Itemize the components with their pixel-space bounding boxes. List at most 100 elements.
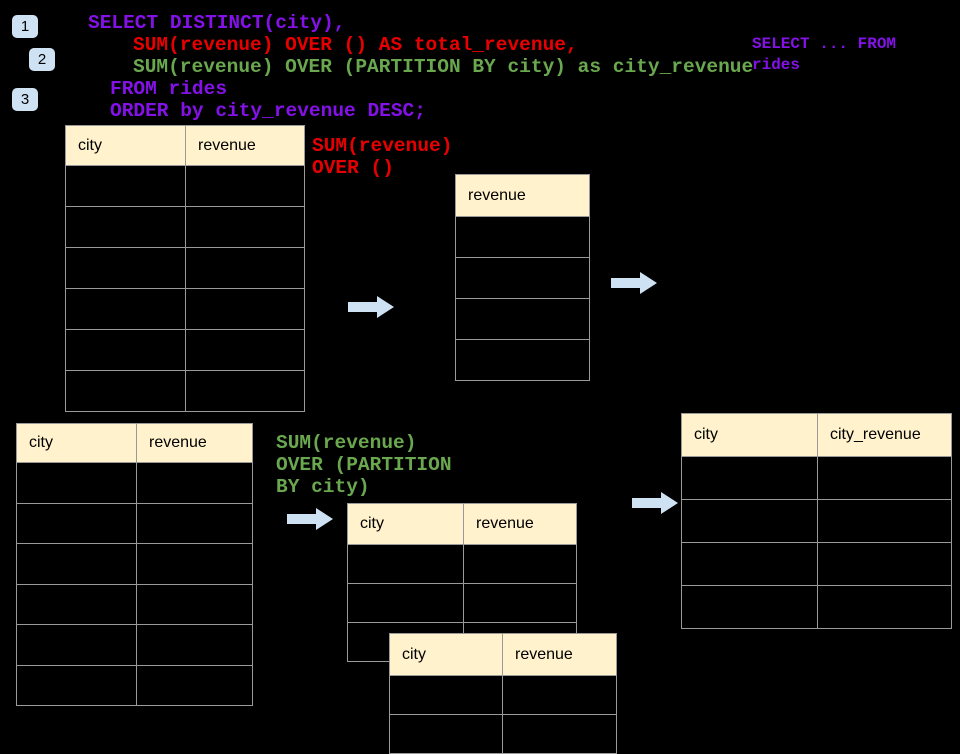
column-header-city: city xyxy=(65,125,186,166)
table-row xyxy=(16,502,253,544)
table-cell xyxy=(136,462,253,504)
table-header-row: city revenue xyxy=(65,125,305,166)
table-row xyxy=(16,583,253,625)
select-from-rides-note: SELECT ... FROM rides xyxy=(752,35,897,74)
table-header-row: city revenue xyxy=(389,633,617,676)
table-cell xyxy=(16,543,137,585)
table-row xyxy=(389,675,617,715)
table-row xyxy=(681,499,952,543)
table-cell xyxy=(65,288,186,330)
column-header-city: city xyxy=(16,423,137,463)
table-cell xyxy=(347,583,464,623)
arrow-head xyxy=(640,272,657,294)
column-header-revenue: revenue xyxy=(455,174,590,217)
table-cell xyxy=(817,499,952,543)
table-row xyxy=(347,544,577,584)
table-cell xyxy=(389,714,503,754)
table-cell xyxy=(455,257,590,299)
table-cell xyxy=(681,542,818,586)
table-cell xyxy=(65,165,186,207)
table-cell xyxy=(389,675,503,715)
column-header-city: city xyxy=(389,633,503,676)
table-cell xyxy=(681,499,818,543)
table-cell xyxy=(817,542,952,586)
table-cell xyxy=(463,544,577,584)
arrow-shaft xyxy=(611,278,640,288)
partition-table-front: city revenue xyxy=(389,633,617,754)
table-cell xyxy=(463,583,577,623)
column-header-city: city xyxy=(681,413,818,457)
table-row xyxy=(65,206,305,248)
step-badge-label: 2 xyxy=(37,51,47,68)
right-arrow-icon xyxy=(611,272,657,294)
table-row xyxy=(16,543,253,585)
arrow-shaft xyxy=(287,514,316,524)
table-row xyxy=(681,456,952,500)
table-cell xyxy=(16,462,137,504)
table-cell xyxy=(185,370,305,412)
table-cell xyxy=(65,206,186,248)
table-header-row: city revenue xyxy=(16,423,253,463)
table-row xyxy=(347,583,577,623)
table-row xyxy=(455,216,590,258)
table-cell xyxy=(502,675,617,715)
column-header-revenue: revenue xyxy=(463,503,577,545)
table-cell xyxy=(185,288,305,330)
arrow-head xyxy=(377,296,394,318)
table-cell xyxy=(347,544,464,584)
table-row xyxy=(16,664,253,706)
table-cell xyxy=(681,456,818,500)
table-row xyxy=(16,624,253,666)
column-header-city: city xyxy=(347,503,464,545)
right-arrow-icon xyxy=(348,296,394,318)
column-header-revenue: revenue xyxy=(136,423,253,463)
sql-code-line-select: SELECT DISTINCT(city), xyxy=(88,12,346,34)
right-arrow-icon xyxy=(632,492,678,514)
table-header-row: city city_revenue xyxy=(681,413,952,457)
step-badge-label: 3 xyxy=(20,91,30,108)
slide-canvas: 1 2 3 SELECT DISTINCT(city), SUM(revenue… xyxy=(12,12,952,754)
table-row xyxy=(455,257,590,299)
step-badge-2: 2 xyxy=(29,48,55,71)
table-row xyxy=(681,542,952,586)
table-cell xyxy=(16,502,137,544)
table-row xyxy=(389,714,617,754)
column-header-city-revenue: city_revenue xyxy=(817,413,952,457)
table-cell xyxy=(455,216,590,258)
table-cell xyxy=(65,370,186,412)
table-header-row: city revenue xyxy=(347,503,577,545)
table-cell xyxy=(65,329,186,371)
table-row xyxy=(65,247,305,289)
total-revenue-annotation: SUM(revenue) OVER () xyxy=(312,135,453,179)
sql-code-line-total-revenue: SUM(revenue) OVER () AS total_revenue, xyxy=(133,34,578,56)
arrow-head xyxy=(316,508,333,530)
table-row xyxy=(455,339,590,381)
table-cell xyxy=(817,456,952,500)
arrow-shaft xyxy=(348,302,377,312)
step-badge-1: 1 xyxy=(12,15,38,38)
table-cell xyxy=(502,714,617,754)
step-badge-3: 3 xyxy=(12,88,38,111)
table-cell xyxy=(681,585,818,629)
partition-annotation: SUM(revenue) OVER (PARTITION BY city) xyxy=(276,432,452,498)
table-cell xyxy=(65,247,186,289)
table-cell xyxy=(16,664,137,706)
sql-code-line-from: FROM rides xyxy=(110,78,228,100)
table-cell xyxy=(136,624,253,666)
partition-table-back: city revenue xyxy=(347,503,577,662)
table-row xyxy=(455,298,590,340)
table-header-row: revenue xyxy=(455,174,590,217)
table-row xyxy=(65,370,305,412)
table-row xyxy=(65,329,305,371)
right-arrow-icon xyxy=(287,508,333,530)
source-table-bottom: city revenue xyxy=(16,423,253,706)
column-header-revenue: revenue xyxy=(185,125,305,166)
sql-code-line-order-by: ORDER by city_revenue DESC; xyxy=(110,100,426,122)
table-row xyxy=(681,585,952,629)
table-cell xyxy=(817,585,952,629)
table-cell xyxy=(16,624,137,666)
sql-code-line-partition: SUM(revenue) OVER (PARTITION BY city) as… xyxy=(133,56,754,78)
total-revenue-table: revenue xyxy=(455,174,590,381)
column-header-revenue: revenue xyxy=(502,633,617,676)
table-row xyxy=(16,462,253,504)
